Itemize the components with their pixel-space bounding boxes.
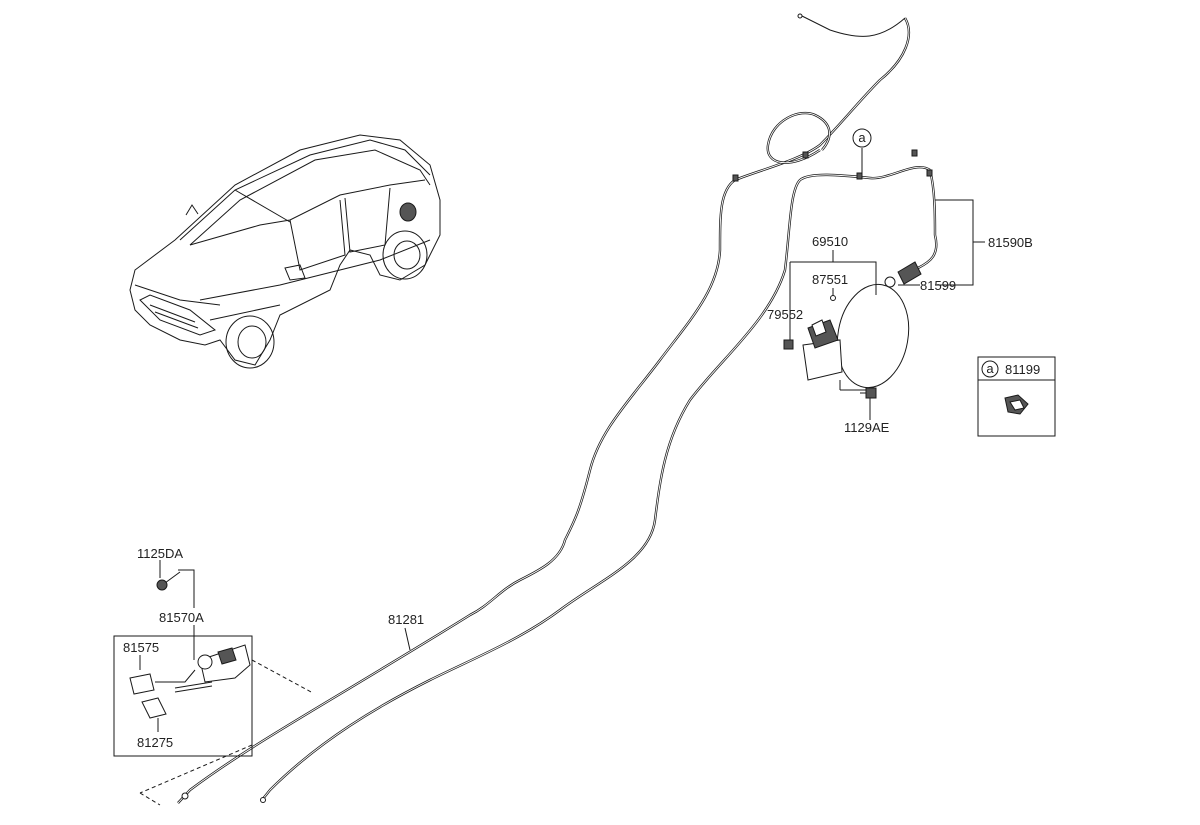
label-81575: 81575 [123, 640, 159, 655]
label-81281: 81281 [388, 612, 424, 627]
inset-marker: a [986, 361, 994, 376]
inset-part-label: 81199 [1005, 362, 1040, 377]
label-81599: 81599 [920, 278, 956, 293]
fuel-filler-door [802, 283, 910, 389]
label-1125DA: 1125DA [137, 546, 183, 561]
label-81590B: 81590B [988, 235, 1033, 250]
car-illustration [129, 134, 441, 369]
cable-81281 [177, 13, 938, 804]
bolt-1125DA [156, 560, 181, 591]
actuator-81599 [884, 261, 922, 288]
screw-1129AE [860, 387, 877, 399]
leader-lines-upper [789, 148, 985, 420]
label-1129AE: 1129AE [844, 420, 890, 435]
label-79552: 79552 [767, 307, 803, 322]
bumper-87551 [830, 295, 836, 301]
inset-box-81199: a 81199 [977, 356, 1056, 437]
label-81275: 81275 [137, 735, 173, 750]
label-81570A: 81570A [159, 610, 204, 625]
label-87551: 87551 [812, 272, 848, 287]
label-69510: 69510 [812, 234, 848, 249]
ref-marker-label: a [858, 130, 866, 145]
ref-marker-a: a [852, 128, 872, 148]
clip-79552 [783, 339, 794, 350]
release-lever-assembly [113, 560, 314, 806]
